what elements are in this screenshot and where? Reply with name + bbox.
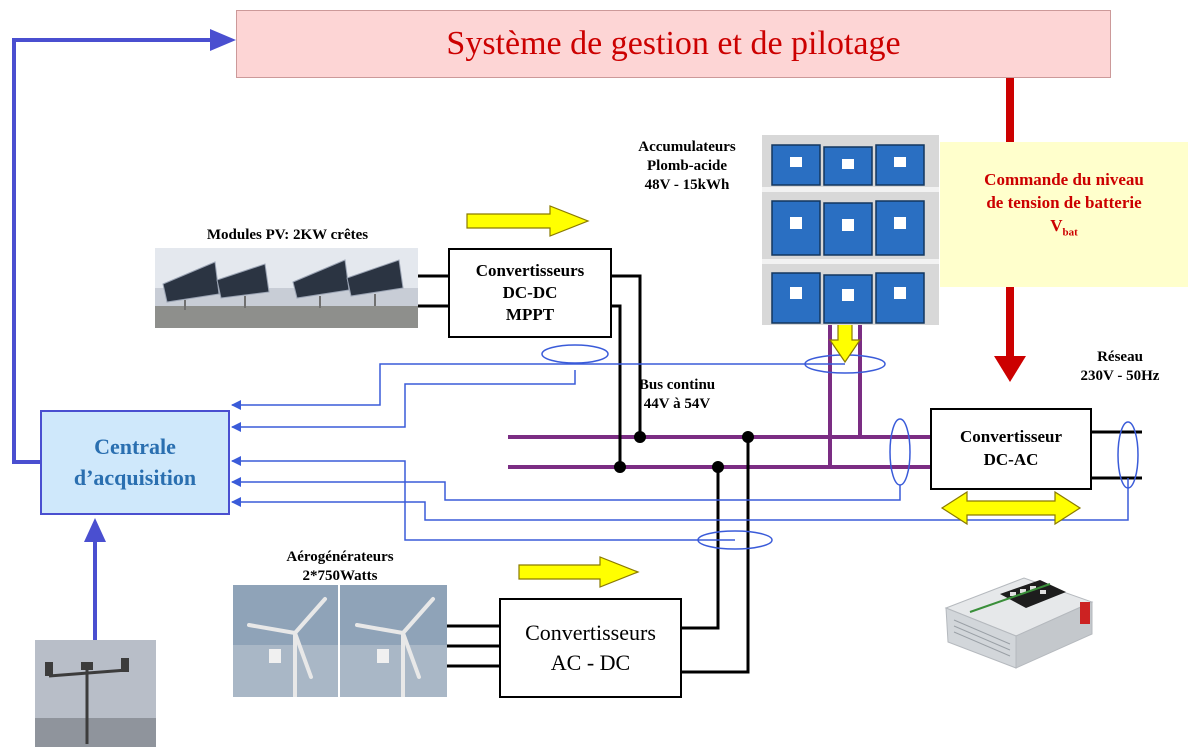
- management-arrowhead: [210, 29, 236, 51]
- dcdc-line-2: DC-DC: [502, 282, 558, 302]
- management-system-title: Système de gestion et de pilotage: [446, 25, 901, 62]
- grid-line-1-text: Réseau: [1097, 349, 1143, 365]
- sensor-ellipse-grid: [1117, 421, 1139, 489]
- inverter-photo: [940, 572, 1100, 674]
- dcdc-line-1: Convertisseurs: [475, 260, 585, 280]
- measure-line-dcbus: [231, 477, 901, 501]
- dcdc-line-3: MPPT: [505, 305, 555, 325]
- junction-dot: [634, 431, 646, 443]
- bus-line-2: 44V à 54V: [643, 395, 711, 412]
- battery-line-1: Accumulateurs: [638, 139, 736, 155]
- junction-dot: [614, 461, 626, 473]
- acdc-output-2: [682, 437, 750, 674]
- battery-line-3: 48V - 15kWh: [644, 176, 730, 193]
- dcac-line-1: Convertisseur: [960, 427, 1062, 447]
- weather-arrowhead: [84, 518, 106, 542]
- wind-line-1: Aérogénérateurs: [286, 549, 394, 565]
- junction-dot: [712, 461, 724, 473]
- battery-photo: [762, 135, 939, 325]
- command-symbol: V: [1050, 215, 1063, 235]
- battery-line-2: Plomb-acide: [647, 157, 727, 174]
- management-system-box: Système de gestion et de pilotage: [236, 10, 1111, 78]
- dcac-converter-box: Convertisseur DC-AC: [930, 408, 1092, 490]
- command-line-2: de tension de batterie: [986, 192, 1142, 212]
- dcdc-output-1: [612, 274, 642, 437]
- bus-label: Bus continu 44V à 54V: [612, 376, 742, 414]
- grid-label: Réseau 230V - 50Hz: [1050, 348, 1190, 386]
- measure-line-wind: [231, 456, 735, 541]
- acquisition-to-management-line: [12, 38, 210, 464]
- acquisition-line-1: Centrale: [94, 433, 176, 459]
- pv-label: Modules PV: 2KW crêtes: [206, 227, 369, 243]
- acdc-converter-box: Convertisseurs AC - DC: [499, 598, 682, 698]
- measure-line-grid: [231, 478, 1129, 521]
- command-symbol-wrap: Vbat: [1050, 215, 1078, 240]
- wind-line-2: 2*750Watts: [302, 567, 378, 584]
- acquisition-line-2: d’acquisition: [73, 464, 197, 490]
- battery-label: Accumulateurs Plomb-acide 48V - 15kWh: [612, 138, 762, 194]
- wind-label: Aérogénérateurs 2*750Watts: [260, 548, 420, 586]
- command-subscript: bat: [1062, 226, 1078, 239]
- measure-line-battery: [231, 363, 845, 410]
- weather-station-photo: [35, 640, 156, 747]
- sensor-ellipse-dcbus: [889, 418, 911, 486]
- sensor-ellipse-pv: [541, 344, 609, 364]
- dcdc-output-2: [612, 304, 622, 467]
- flow-arrow-wind: [518, 556, 640, 588]
- flow-arrow-grid: [940, 490, 1082, 526]
- acquisition-box: Centrale d’acquisition: [40, 410, 230, 515]
- dcac-line-2: DC-AC: [983, 450, 1039, 469]
- sensor-ellipse-wind: [697, 530, 773, 550]
- bus-line-1: Bus continu: [638, 377, 716, 393]
- command-line-1: Commande du niveau: [984, 169, 1144, 189]
- dcdc-converter-box: Convertisseurs DC-DC MPPT: [448, 248, 612, 338]
- acdc-line-2: AC - DC: [550, 650, 631, 675]
- command-arrowhead: [994, 356, 1026, 382]
- flow-arrow-pv: [466, 205, 590, 237]
- junction-dot: [742, 431, 754, 443]
- acdc-line-1: Convertisseurs: [525, 620, 656, 646]
- measure-line-pv: [231, 370, 576, 432]
- pv-modules-photo: [155, 248, 418, 328]
- grid-line-2-text: 230V - 50Hz: [1080, 367, 1160, 384]
- wind-turbines-photo: [233, 585, 447, 697]
- command-box: Commande du niveau de tension de batteri…: [940, 142, 1188, 287]
